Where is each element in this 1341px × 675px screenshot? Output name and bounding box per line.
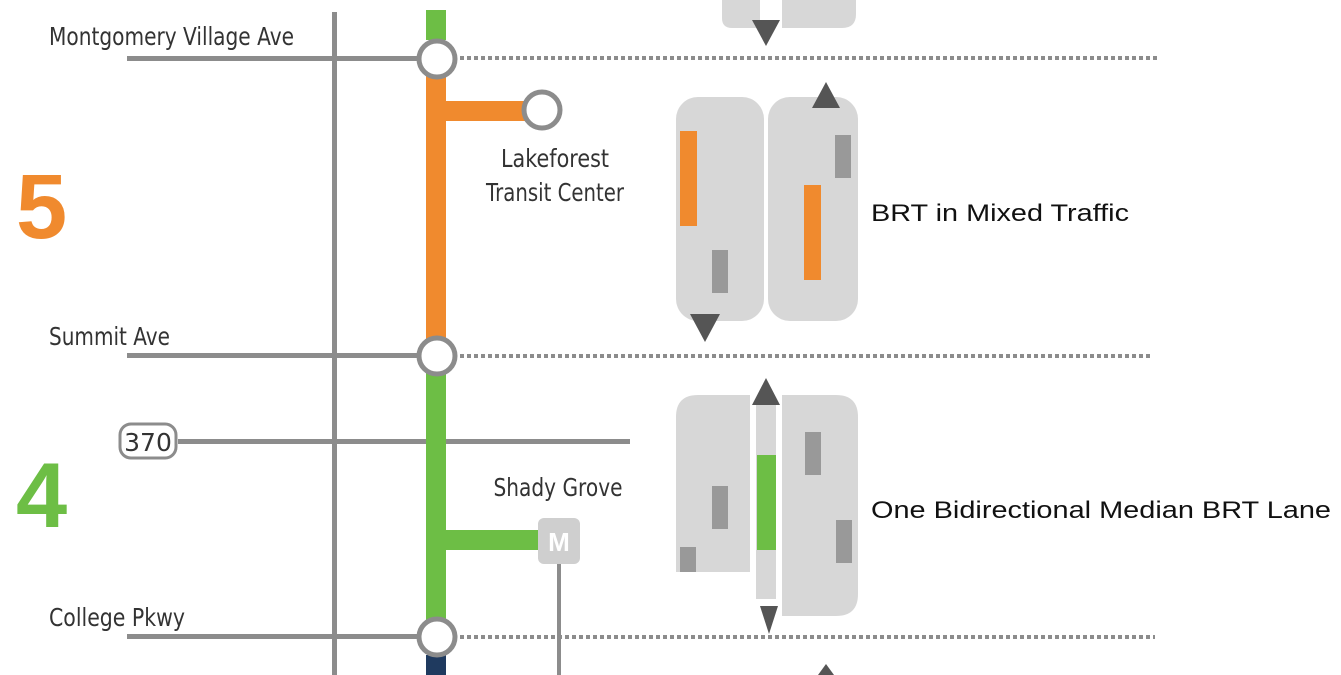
car-northbound-2 — [836, 520, 852, 563]
corridor-segment-top — [426, 10, 446, 40]
corridor-segment-4 — [426, 356, 446, 636]
car-southbound-partial — [680, 547, 696, 572]
down-arrow-icon — [760, 606, 778, 634]
vertical-road — [332, 12, 337, 675]
car-southbound — [712, 250, 728, 293]
street-label-college: College Pkwy — [49, 603, 185, 632]
car-southbound — [712, 486, 728, 529]
car-northbound — [805, 432, 821, 475]
station-circle-college — [416, 616, 458, 658]
road-panel-mixed-traffic — [676, 82, 858, 342]
metro-icon: M — [538, 518, 580, 564]
road-panel-partial-top — [722, 0, 856, 46]
shady-grove-spur — [436, 530, 542, 550]
station-label-shady-grove: Shady Grove — [494, 473, 623, 502]
down-arrow-icon — [752, 20, 780, 46]
lane-treatment-label-4: One Bidirectional Median BRT Lane — [871, 497, 1331, 524]
route-shield-icon: 370 — [118, 422, 178, 460]
lakeforest-spur — [436, 101, 528, 121]
segment-number-5: 5 — [16, 156, 67, 258]
road-panel-median-lane — [676, 378, 858, 634]
brt-bus-northbound — [804, 185, 821, 280]
metro-badge-label: M — [548, 527, 570, 557]
station-circle-lakeforest — [521, 89, 563, 131]
lane-treatment-label-5: BRT in Mixed Traffic — [871, 200, 1129, 227]
metro-spur-line — [557, 560, 561, 675]
street-label-summit: Summit Ave — [49, 322, 170, 351]
up-arrow-icon — [812, 82, 840, 108]
segment-number-4: 4 — [16, 445, 67, 547]
route-shield-label: 370 — [124, 428, 172, 457]
brt-bus-median — [757, 455, 776, 550]
station-circle-summit — [416, 335, 458, 377]
car-northbound — [835, 135, 851, 178]
corridor-segment-below — [426, 655, 446, 675]
street-line-college — [127, 634, 430, 639]
station-label-lakeforest-line1: Lakeforest — [501, 144, 609, 173]
up-arrow-icon — [818, 664, 834, 675]
down-arrow-icon — [690, 314, 720, 342]
street-line-montgomery — [127, 56, 430, 61]
station-label-lakeforest-line2: Transit Center — [485, 178, 624, 207]
brt-bus-southbound — [680, 131, 697, 226]
corridor-segment-5 — [426, 60, 446, 355]
station-circle-montgomery — [416, 38, 458, 80]
up-arrow-icon — [752, 378, 780, 405]
street-line-370 — [178, 439, 630, 444]
street-label-montgomery: Montgomery Village Ave — [49, 22, 294, 51]
street-line-summit — [127, 353, 430, 358]
